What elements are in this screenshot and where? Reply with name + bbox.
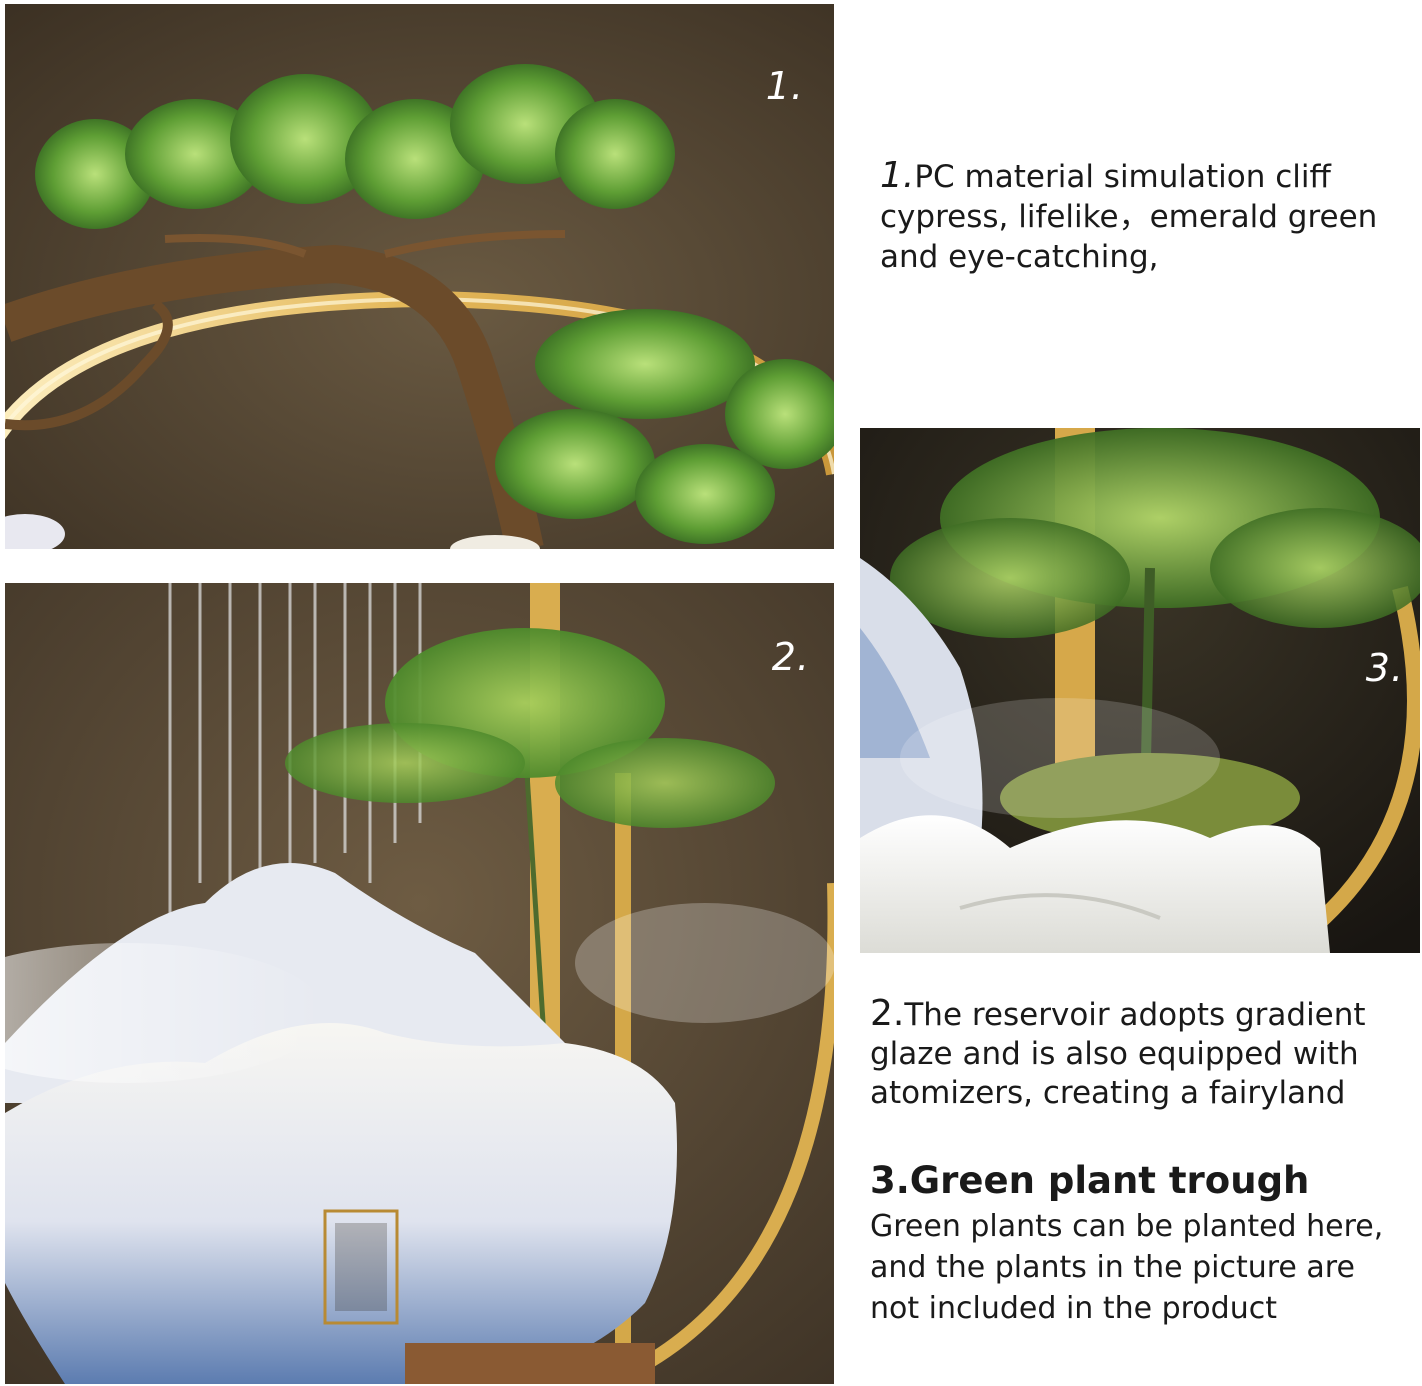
caption-text: PC material simulation cliff cypress, li… [880,159,1378,275]
photo-number-label: 1. [765,64,804,108]
feature-caption-3: 3.Green plant trough Green plants can be… [870,1158,1410,1329]
caption-text: Green plants can be planted here, and th… [870,1209,1384,1326]
caption-text: The reservoir adopts gradient glaze and … [870,997,1366,1111]
reservoir-illustration [5,583,834,1384]
caption-number: 1. [880,155,915,196]
photo-cliff-cypress: 1. [5,4,834,549]
photo-plant-trough: 3. [860,428,1420,953]
photo-number-label: 2. [771,635,810,679]
caption-heading: 3.Green plant trough [870,1159,1310,1202]
cliff-cypress-illustration [5,4,834,549]
caption-number: 2. [870,993,905,1034]
photo-number-label: 3. [1365,646,1404,690]
plant-trough-illustration [860,428,1420,953]
feature-caption-2: 2.The reservoir adopts gradient glaze an… [870,994,1410,1113]
feature-caption-1: 1.PC material simulation cliff cypress, … [880,156,1400,277]
photo-reservoir: 2. [5,583,834,1384]
